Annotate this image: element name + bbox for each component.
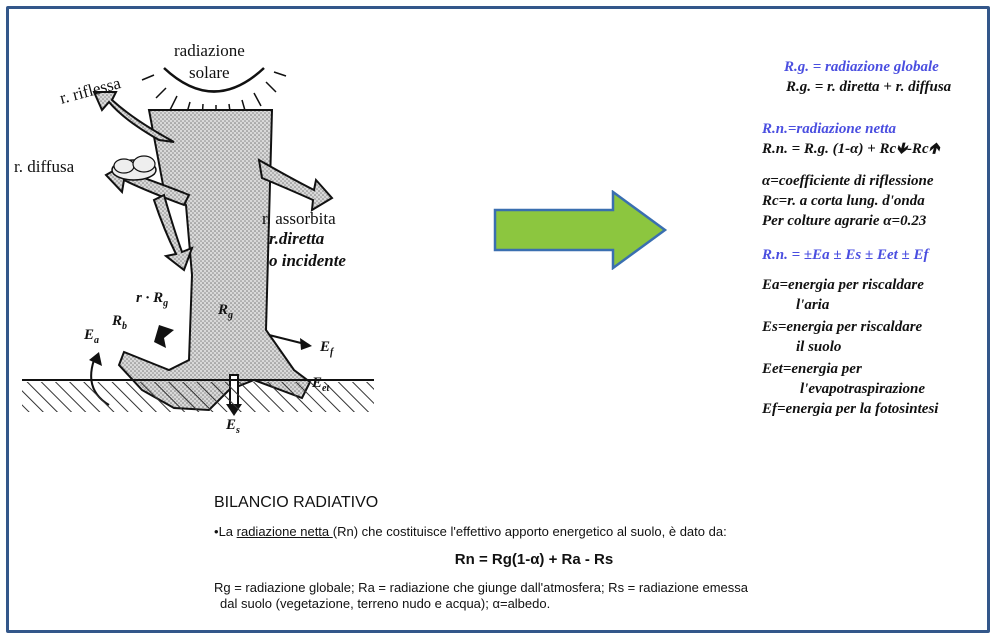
radiazione-netta-link: radiazione netta: [236, 524, 333, 539]
formula-es: Es=energia per riscaldare: [762, 319, 923, 335]
bullet-line: •La radiazione netta (Rn) che costituisc…: [214, 524, 727, 539]
formula-rc: Rc=r. a corta lung. d'onda: [762, 193, 925, 209]
radiation-diagram: radiazione solare r. riflessa r. diffusa…: [14, 30, 384, 450]
label-es: Es: [226, 417, 240, 436]
formula-ea: Ea=energia per riscaldare: [762, 277, 924, 293]
green-arrow-icon: [493, 190, 668, 270]
formula-rn-equation: R.n. = R.g. (1-α) + Rc🡻-Rc🡹: [762, 141, 940, 157]
arrow-up-icon: 🡹: [928, 141, 940, 157]
label-radiazione: radiazione: [174, 41, 245, 60]
formula-eet-cont: l'evapotraspirazione: [800, 381, 926, 397]
label-r-diretta: r.diretta: [269, 229, 325, 248]
section-title: BILANCIO RADIATIVO: [214, 494, 379, 511]
formula-eet: Eet=energia per: [762, 361, 862, 377]
legend-line-1: Rg = radiazione globale; Ra = radiazione…: [214, 580, 748, 595]
label-solare: solare: [189, 63, 230, 82]
label-o-incidente: o incidente: [269, 251, 346, 270]
formula-colture: Per colture agrarie α=0.23: [762, 213, 927, 229]
label-r-assorbita: r. assorbita: [262, 209, 336, 228]
formula-rn-definition: R.n.=radiazione netta: [762, 121, 896, 137]
label-r-rg: r · Rg: [136, 290, 169, 309]
formula-rg-sum: R.g. = r. diretta + r. diffusa: [786, 79, 952, 95]
formula-es-cont: il suolo: [796, 339, 842, 355]
label-eet: Eet: [312, 375, 330, 394]
formula-rn-balance: R.n. = ±Ea ± Es ± Eet ± Ef: [762, 247, 929, 263]
formula-ea-cont: l'aria: [796, 297, 830, 313]
label-rb: Rb: [112, 313, 128, 332]
label-ef: Ef: [320, 339, 334, 358]
radiation-diagram-graphic: [22, 67, 374, 416]
net-radiation-equation: Rn = Rg(1-α) + Ra - Rs: [454, 551, 614, 568]
label-r-diffusa: r. diffusa: [14, 157, 75, 176]
bilancio-section: BILANCIO RADIATIVO •La radiazione netta …: [214, 494, 854, 611]
label-rg: Rg: [218, 302, 234, 321]
formula-rg-definition: R.g. = radiazione globale: [784, 59, 939, 75]
arrow-down-icon: 🡻: [896, 141, 907, 157]
legend-line-2: dal suolo (vegetazione, terreno nudo e a…: [220, 595, 551, 611]
label-ea: Ea: [84, 327, 100, 346]
formula-alpha: α=coefficiente di riflessione: [762, 173, 934, 189]
formula-ef: Ef=energia per la fotosintesi: [762, 401, 939, 417]
